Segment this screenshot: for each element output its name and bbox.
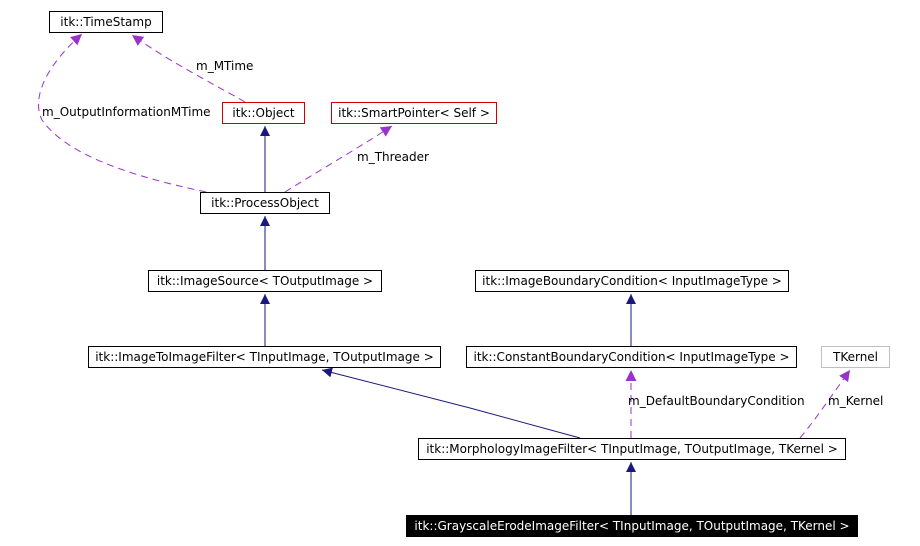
node-smartpointer[interactable]: itk::SmartPointer< Self >: [331, 102, 497, 124]
edge-object-uses-timestamp: [131, 34, 246, 103]
node-object[interactable]: itk::Object: [222, 102, 305, 124]
edge-morphology-uses-tkernel: [799, 369, 851, 439]
edge-label-m-outputinformationmtime: m_OutputInformationMTime: [42, 105, 211, 119]
node-processobject[interactable]: itk::ProcessObject: [200, 192, 330, 214]
edge-morphology-to-imagetoimagefilter: [321, 367, 581, 439]
node-timestamp[interactable]: itk::TimeStamp: [49, 11, 163, 33]
node-morphologyimagefilter[interactable]: itk::MorphologyImageFilter< TInputImage,…: [418, 438, 846, 460]
node-imageboundarycondition[interactable]: itk::ImageBoundaryCondition< InputImageT…: [475, 270, 789, 292]
node-grayscaleerodeimagefilter[interactable]: itk::GrayscaleErodeImageFilter< TInputIm…: [406, 515, 858, 537]
edge-label-m-threader: m_Threader: [357, 150, 429, 164]
edge-label-m-mtime: m_MTime: [196, 59, 254, 73]
node-tkernel[interactable]: TKernel: [821, 346, 890, 368]
edge-processobject-uses-timestamp: [38, 33, 207, 193]
edge-processobject-uses-smartpointer: [284, 125, 393, 193]
edge-label-m-defaultboundarycondition: m_DefaultBoundaryCondition: [628, 394, 805, 408]
node-imagetoimagefilter[interactable]: itk::ImageToImageFilter< TInputImage, TO…: [88, 346, 441, 368]
node-constantboundarycondition[interactable]: itk::ConstantBoundaryCondition< InputIma…: [466, 346, 797, 368]
node-imagesource[interactable]: itk::ImageSource< TOutputImage >: [148, 270, 382, 292]
edge-label-m-kernel: m_Kernel: [828, 394, 884, 408]
